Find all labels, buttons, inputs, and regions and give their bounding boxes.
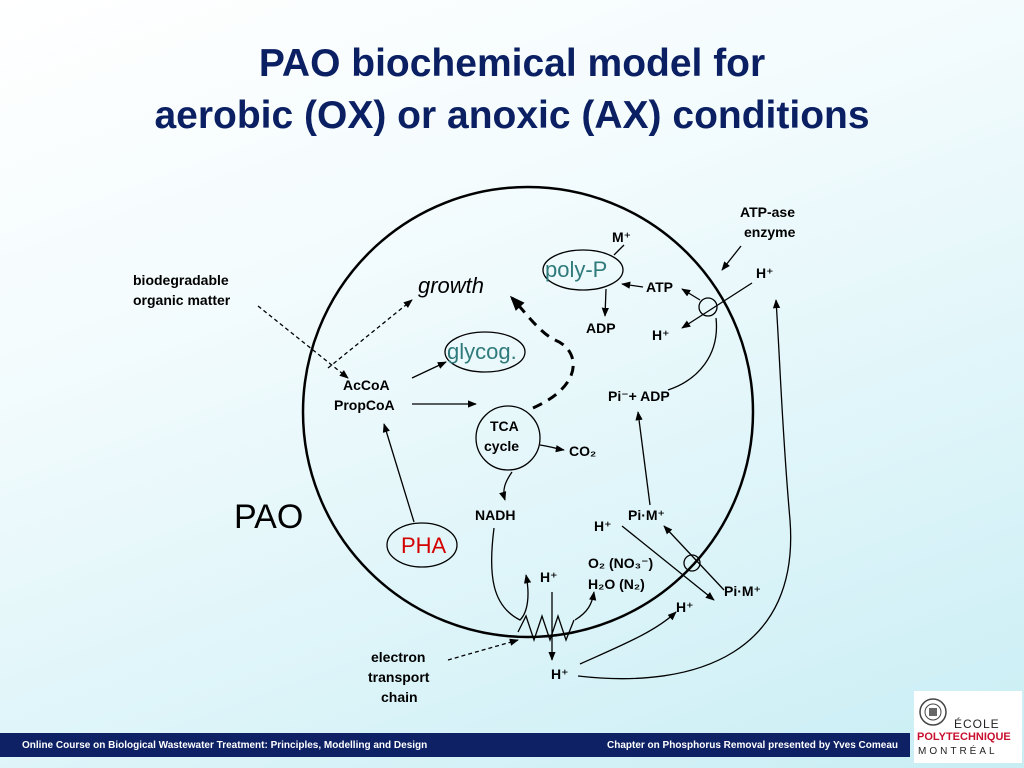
arrow-pi-adp-to-atpase <box>667 317 718 391</box>
biodegradable-label-2: organic matter <box>133 292 231 308</box>
pi-transporter-channel <box>683 554 701 572</box>
polytechnique-logo: ÉCOLE POLYTECHNIQUE MONTRÉAL <box>914 691 1022 763</box>
title-line-1: PAO biochemical model for <box>258 42 766 85</box>
arrow-etc-pointer <box>447 638 519 661</box>
slide-title: PAO biochemical model for aerobic (OX) o… <box>0 38 1024 142</box>
tca-circle <box>475 405 541 471</box>
footer-course-text: Online Course on Biological Wastewater T… <box>22 740 428 751</box>
title-line-2: aerobic (OX) or anoxic (AX) conditions <box>154 94 870 137</box>
co2-label: CO₂ <box>569 443 596 459</box>
arrow-h-return-loop <box>577 299 792 680</box>
biodegradable-label-1: biodegradable <box>133 272 229 288</box>
footer-chapter-text: Chapter on Phosphorus Removal presented … <box>606 740 898 751</box>
h-plus-outside-right: H⁺ <box>676 599 694 615</box>
polyp-ellipse <box>542 249 624 291</box>
arrow-pim-to-pi-adp <box>635 411 651 506</box>
electron-label-2: transport <box>368 669 430 685</box>
h-plus-out-top: H⁺ <box>756 265 774 281</box>
pi-m-outside-label: Pi·M⁺ <box>724 583 761 599</box>
arrow-to-growth <box>327 299 413 369</box>
arrow-atp-to-polyp <box>621 281 644 289</box>
adp-label: ADP <box>586 320 616 336</box>
atpase-label-1: ATP-ase <box>740 204 795 220</box>
arrow-organic-to-acetyl <box>257 305 349 379</box>
growth-label: growth <box>418 273 484 298</box>
atpase-channel <box>698 297 718 317</box>
tca-label-1: TCA <box>490 418 519 434</box>
nadh-label: NADH <box>475 507 515 523</box>
arrow-pim-outside-to-inside <box>663 525 725 591</box>
arrow-polyp-to-adp <box>601 288 609 317</box>
arrow-m-plus <box>613 244 625 256</box>
pi-m-inside-label: Pi·M⁺ <box>628 507 665 523</box>
h2o-n2-label: H₂O (N₂) <box>588 576 645 592</box>
h-plus-etc-inside: H⁺ <box>540 569 558 585</box>
atp-label: ATP <box>646 279 673 295</box>
arrow-h-through-atpase <box>681 282 753 329</box>
m-plus-label: M⁺ <box>612 229 631 245</box>
seal-icon <box>919 698 947 726</box>
arrow-h-to-h-outside-right <box>579 611 677 665</box>
arrow-h-inside-to-outside <box>621 525 715 601</box>
tca-label-2: cycle <box>484 438 519 454</box>
arrow-tca-to-co2 <box>539 444 565 453</box>
logo-line-3: MONTRÉAL <box>918 746 998 757</box>
arrow-acetyl-to-glycog <box>411 361 447 379</box>
etc-zigzag <box>517 613 575 643</box>
logo-line-1: ÉCOLE <box>954 717 1000 731</box>
footer-bar: Online Course on Biological Wastewater T… <box>0 733 910 757</box>
arrow-tca-to-nadh <box>499 471 513 501</box>
polyp-label: poly-P <box>545 257 607 282</box>
electron-label-1: electron <box>371 649 425 665</box>
atpase-label-2: enzyme <box>744 224 796 240</box>
h-plus-inside-right: H⁺ <box>594 518 612 534</box>
pha-ellipse <box>386 522 458 568</box>
arrow-etc-to-o2 <box>574 591 597 621</box>
pao-label: PAO <box>234 498 303 536</box>
arrow-atpase-pointer <box>721 245 742 271</box>
o2-no3-label: O₂ (NO₃⁻) <box>588 555 653 571</box>
glycog-ellipse <box>444 331 526 373</box>
pi-adp-label: Pi⁻+ ADP <box>608 388 670 404</box>
propionyl-coa-label: PropCoA <box>334 397 395 413</box>
electron-label-3: chain <box>381 689 418 705</box>
glycog-label: glycog. <box>447 339 517 364</box>
arrow-pha-to-acetyl <box>382 423 415 523</box>
arrow-tca-to-growth <box>509 295 575 410</box>
arrow-nadh-to-etc <box>490 527 532 621</box>
cell-membrane <box>301 185 755 639</box>
reaction-arrows <box>257 244 792 680</box>
arrow-atpase-to-atp <box>681 288 701 301</box>
h-plus-outside-bottom: H⁺ <box>551 666 569 682</box>
pha-label: PHA <box>401 533 447 558</box>
logo-line-2: POLYTECHNIQUE <box>917 731 1011 743</box>
acetyl-coa-label: AcCoA <box>343 377 390 393</box>
h-plus-in-top: H⁺ <box>652 327 670 343</box>
